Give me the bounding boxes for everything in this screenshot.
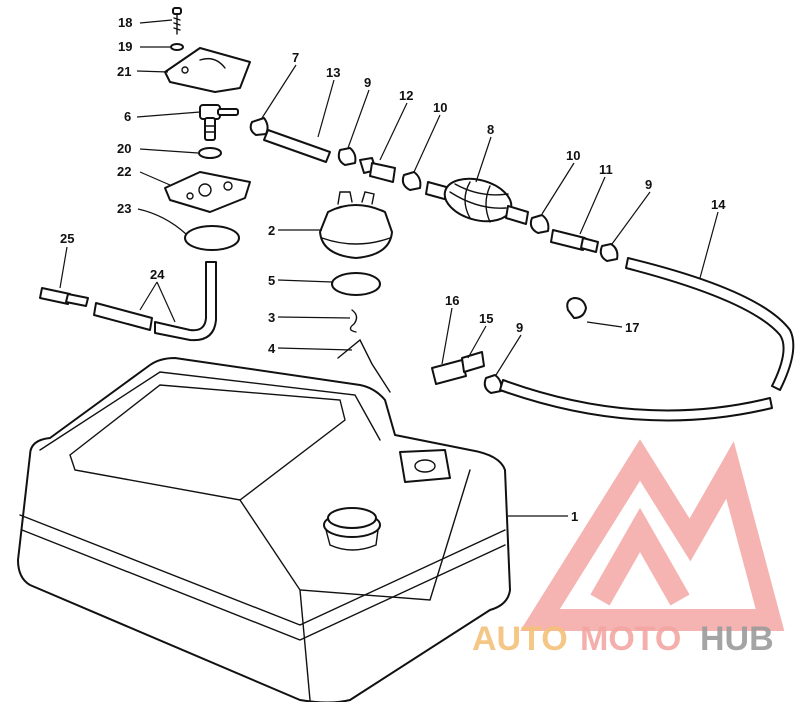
callout-7: 7	[292, 50, 299, 65]
part-filter	[39, 287, 89, 307]
part-retainer-clip	[349, 309, 358, 333]
callout-13: 13	[326, 65, 340, 80]
callout-22: 22	[117, 164, 131, 179]
part-lock-washer	[170, 43, 184, 51]
part-o-ring-small	[198, 147, 222, 159]
callout-15: 15	[479, 311, 493, 326]
callout-3: 3	[268, 310, 275, 325]
callout-11: 11	[599, 162, 613, 177]
part-primer-bulb	[425, 177, 529, 225]
callout-1: 1	[571, 509, 578, 524]
part-hose-clip	[566, 297, 587, 319]
watermark-text-hub: HUB	[700, 620, 774, 658]
callout-9: 9	[364, 75, 371, 90]
part-clamp	[599, 243, 619, 262]
callout-8: 8	[487, 122, 494, 137]
callout-10-second: 10	[566, 148, 580, 163]
callout-6: 6	[124, 109, 131, 124]
part-clamp	[337, 147, 357, 166]
callout-5: 5	[268, 273, 275, 288]
callout-16: 16	[445, 293, 459, 308]
callout-17: 17	[625, 320, 639, 335]
part-fuel-fitting	[199, 104, 239, 141]
part-gasket	[184, 225, 240, 251]
part-o-ring-cap	[331, 272, 381, 296]
part-bracket	[164, 47, 251, 93]
callout-25: 25	[60, 231, 74, 246]
watermark-triangle-mark	[520, 439, 785, 631]
part-clamp	[529, 214, 550, 234]
callout-21: 21	[117, 64, 131, 79]
part-fuel-cap	[319, 191, 393, 259]
callout-4: 4	[268, 341, 276, 356]
watermark-inner-mark	[590, 507, 690, 606]
watermark-logo: AUTO MOTO HUB	[472, 439, 785, 658]
callout-23: 23	[117, 201, 131, 216]
callout-9-third: 9	[516, 320, 523, 335]
part-fuel-tank	[17, 357, 511, 702]
callout-24: 24	[150, 267, 165, 282]
watermark-text-auto: AUTO	[472, 620, 568, 658]
part-connector	[359, 157, 396, 183]
part-pickup-tube	[93, 261, 217, 342]
part-connector	[550, 229, 599, 253]
callout-14: 14	[711, 197, 726, 212]
part-screw	[172, 7, 182, 35]
callout-2: 2	[268, 223, 275, 238]
watermark-text-moto: MOTO	[580, 620, 681, 658]
callout-12: 12	[399, 88, 413, 103]
callout-9-second: 9	[645, 177, 652, 192]
callout-18: 18	[118, 15, 132, 30]
callout-19: 19	[118, 39, 132, 54]
part-clamp	[401, 171, 422, 191]
part-clamp	[249, 117, 269, 136]
callout-20: 20	[117, 141, 131, 156]
part-hose-short	[263, 129, 331, 163]
part-fuel-plate	[164, 171, 251, 213]
part-cap-chain	[337, 338, 391, 393]
part-hose-lower	[499, 379, 773, 422]
callout-labels: 18 19 21 6 20 22 23 25 24 7 13 9 12 10 8…	[60, 15, 726, 524]
part-tank-connector	[431, 351, 485, 385]
leader-lines	[59, 19, 719, 517]
callout-10: 10	[433, 100, 447, 115]
part-clamp	[483, 374, 503, 394]
part-hose-long	[625, 257, 795, 391]
